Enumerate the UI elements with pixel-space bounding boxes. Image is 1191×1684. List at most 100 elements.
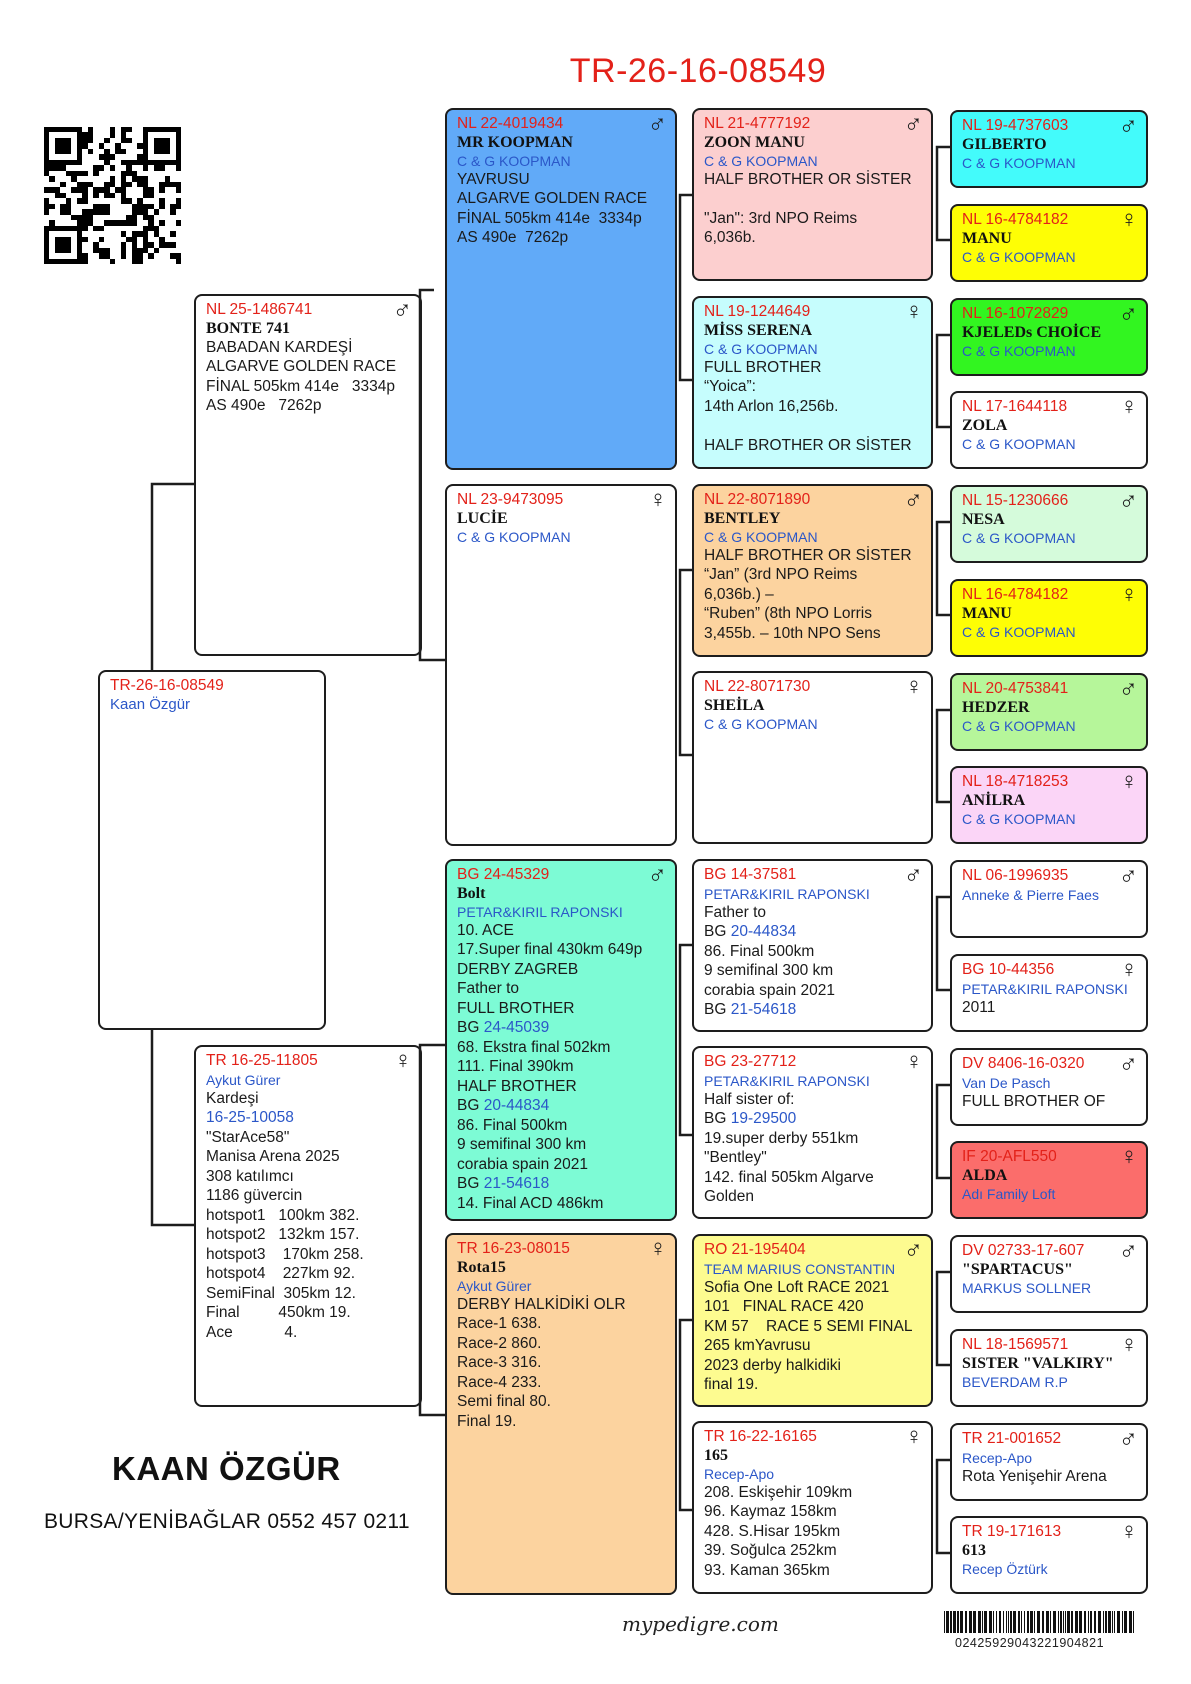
- female-symbol-icon: ♀: [1120, 768, 1138, 795]
- barcode-bar: [1084, 1611, 1086, 1633]
- bird-name: BENTLEY: [704, 509, 781, 527]
- pedigree-card-dsds: ♂ DV 8406-16-0320 Van De Pasch FULL BROT…: [950, 1048, 1148, 1126]
- owner-name: Aykut Gürer: [457, 1277, 532, 1294]
- female-symbol-icon: ♀: [649, 486, 667, 513]
- note-line: hotspot4 227km 92.: [206, 1265, 356, 1282]
- note-line: Rota Yenişehir Arena: [962, 1467, 1107, 1485]
- barcode-bar: [973, 1611, 976, 1633]
- pedigree-card-dam-sire: ♂ BG 24-45329 Bolt PETAR&KIRIL RAPONSKI …: [445, 859, 677, 1221]
- owner-name: PETAR&KIRIL RAPONSKI: [962, 980, 1128, 997]
- bird-name: "SPARTACUS": [962, 1260, 1073, 1278]
- owner-name: C & G KOOPMAN: [704, 152, 818, 169]
- note-line: AS 490e 7262p: [457, 229, 569, 246]
- female-symbol-icon: ♀: [1120, 393, 1138, 420]
- note-line: 1186 güvercin: [206, 1187, 303, 1204]
- note-line: BG 24-45039: [457, 1019, 550, 1036]
- ring-number: TR 16-25-11805: [206, 1052, 318, 1069]
- note-line: hotspot3 170km 258.: [206, 1245, 364, 1263]
- barcode-bar: [1065, 1611, 1066, 1633]
- barcode-bar: [953, 1611, 956, 1633]
- barcode-bar: [982, 1611, 983, 1633]
- ring-number: NL 25-1486741: [206, 301, 313, 318]
- male-symbol-icon: ♂: [1118, 1049, 1139, 1079]
- note-line: BG 20-44834: [704, 923, 797, 940]
- note-line: 428. S.Hisar 195km: [704, 1522, 841, 1540]
- note-line: HALF BROTHER OR SİSTER: [704, 436, 912, 454]
- male-symbol-icon: ♂: [392, 295, 413, 325]
- note-line: Semi final 80.: [457, 1393, 551, 1410]
- note-line: Final 450km 19.: [206, 1304, 351, 1321]
- note-line: "StarAce58": [206, 1128, 290, 1146]
- note-line: Father to: [457, 980, 520, 997]
- barcode-bar: [960, 1611, 963, 1633]
- note-line: [704, 189, 922, 209]
- note-line: 9 semifinal 300 km: [704, 962, 834, 979]
- pedigree-notes: Rota Yenişehir Arena: [962, 1467, 1137, 1487]
- note-line: hotspot1 100km 382.: [206, 1206, 360, 1224]
- barcode-bar: [1010, 1611, 1012, 1633]
- pedigree-card-dds: ♂ RO 21-195404 TEAM MARIUS CONSTANTIN So…: [692, 1234, 933, 1407]
- pedigree-card-dam-dam: ♀ TR 16-23-08015 Rota15 Aykut Gürer DERB…: [445, 1233, 677, 1595]
- owner-name: C & G KOOPMAN: [962, 623, 1076, 640]
- note-line: HALF BROTHER: [457, 1077, 577, 1095]
- barcode-bar: [1063, 1611, 1064, 1633]
- barcode-bar: [1117, 1611, 1120, 1633]
- note-line: HALF BROTHER OR SİSTER: [704, 546, 912, 564]
- note-line: 111. Final 390km: [457, 1058, 574, 1075]
- note-line: Race-3 316.: [457, 1354, 542, 1371]
- barcode-bar: [1105, 1611, 1107, 1633]
- ring-number: NL 23-9473095: [457, 491, 564, 508]
- bird-name: GILBERTO: [962, 135, 1047, 153]
- note-line: Manisa Arena 2025: [206, 1148, 340, 1165]
- owner-name: PETAR&KIRIL RAPONSKI: [457, 903, 623, 920]
- pedigree-card-sire-dam: ♀ NL 23-9473095 LUCİE C & G KOOPMAN: [445, 484, 677, 846]
- female-symbol-icon: ♀: [905, 1048, 923, 1075]
- barcode-bar: [1114, 1611, 1115, 1633]
- barcode-bar: [996, 1611, 997, 1633]
- note-line: BG 21-54618: [457, 1175, 550, 1192]
- owner-name: C & G KOOPMAN: [962, 154, 1076, 171]
- bird-name: 613: [962, 1541, 986, 1559]
- pedigree-card-ssd: ♀ NL 19-1244649 MİSS SERENA C & G KOOPMA…: [692, 296, 933, 469]
- brand-logo: mypedigre.com: [622, 1612, 779, 1636]
- note-line: BABADAN KARDEŞİ: [206, 338, 353, 356]
- barcode-bar: [993, 1611, 994, 1633]
- ring-number: NL 21-4777192: [704, 115, 811, 132]
- ring-number: NL 16-1072829: [962, 305, 1069, 322]
- barcode-bar: [999, 1611, 1001, 1633]
- pedigree-card-sds: ♂ NL 22-8071890 BENTLEY C & G KOOPMAN HA…: [692, 484, 933, 657]
- pedigree-card-ddd: ♀ TR 16-22-16165 165 Recep-Apo 208. Eski…: [692, 1421, 933, 1594]
- male-symbol-icon: ♂: [1118, 861, 1139, 891]
- barcode-bar: [984, 1611, 987, 1633]
- bird-name: ZOLA: [962, 416, 1008, 434]
- note-line: hotspot2 132km 157.: [206, 1226, 360, 1243]
- note-line: 142. final 505km Algarve: [704, 1168, 874, 1186]
- bird-name: MANU: [962, 604, 1012, 622]
- note-line: 14th Arlon 16,256b.: [704, 397, 839, 415]
- ring-number: NL 17-1644118: [962, 398, 1068, 415]
- ring-number: NL 18-4718253: [962, 773, 1069, 790]
- female-symbol-icon: ♀: [905, 673, 923, 700]
- barcode-bar: [1098, 1611, 1101, 1633]
- owner-name: Recep-Apo: [962, 1449, 1033, 1466]
- note-line: 2023 derby halkidiki: [704, 1356, 842, 1374]
- male-symbol-icon: ♂: [647, 109, 668, 139]
- ring-number: BG 24-45329: [457, 866, 550, 883]
- note-line: Race-4 233.: [457, 1373, 542, 1391]
- pedigree-card-dss: ♂ BG 14-37581 PETAR&KIRIL RAPONSKI Fathe…: [692, 859, 933, 1032]
- pedigree-card-ddss: ♂ DV 02733-17-607 "SPARTACUS" MARKUS SOL…: [950, 1235, 1148, 1313]
- note-line: Race-1 638.: [457, 1315, 542, 1332]
- owner-name: MARKUS SOLLNER: [962, 1279, 1092, 1296]
- bird-name: ALDA: [962, 1166, 1008, 1184]
- pedigree-card-sssd: ♀ NL 16-4784182 MANU C & G KOOPMAN: [950, 204, 1148, 282]
- barcode-bar: [1124, 1611, 1127, 1633]
- barcode-bar: [1021, 1611, 1022, 1633]
- note-line: 3,455b. – 10th NPO Sens: [704, 624, 881, 642]
- owner-name: Adı Family Loft: [962, 1185, 1056, 1202]
- note-line: Golden: [704, 1188, 754, 1205]
- male-symbol-icon: ♂: [1118, 1236, 1139, 1266]
- bird-name: BONTE 741: [206, 319, 291, 337]
